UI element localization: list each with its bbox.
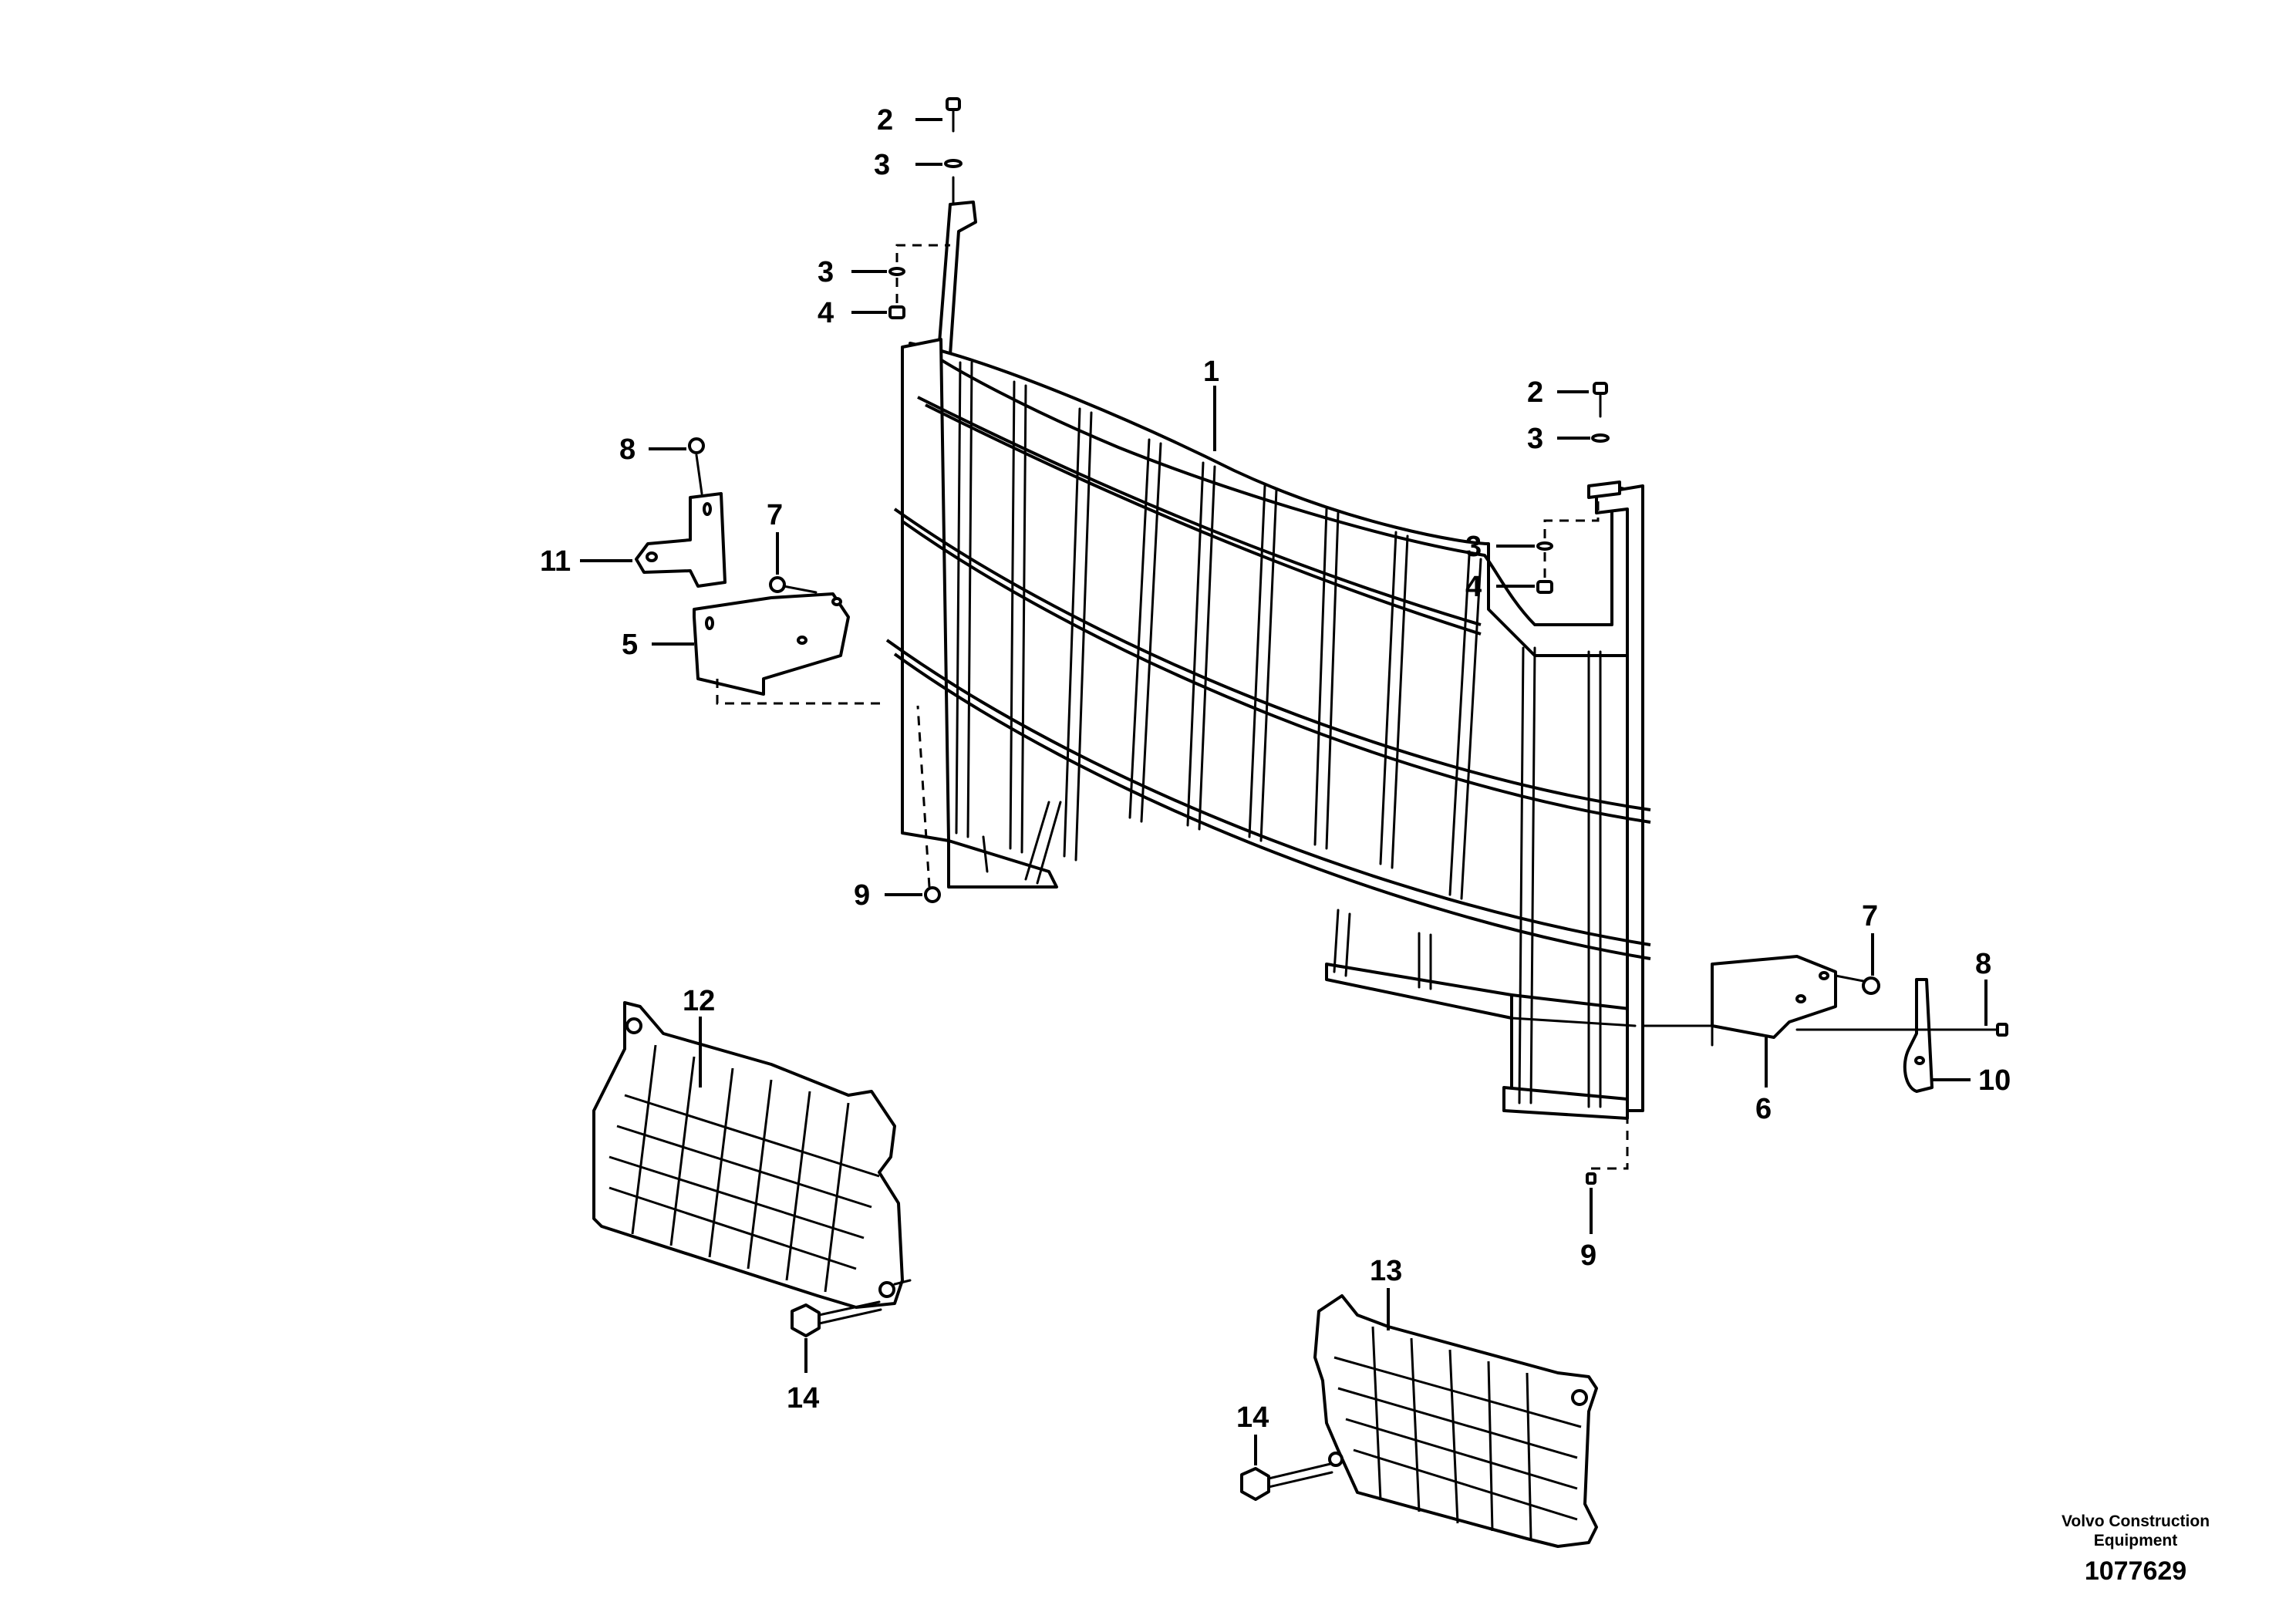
callout-1: 1 bbox=[1203, 356, 1219, 388]
left-bottom-nut bbox=[916, 705, 941, 903]
brand-line-1: Volvo Construction bbox=[2061, 1512, 2210, 1530]
main-guard-assembly bbox=[885, 201, 1651, 1120]
callout-6: 6 bbox=[1755, 1093, 1772, 1125]
callout-12: 12 bbox=[683, 985, 715, 1017]
top-left-fastener-stack bbox=[888, 97, 963, 319]
mesh-grille-right bbox=[1313, 1294, 1598, 1548]
callout-3-right-mid: 3 bbox=[1465, 531, 1482, 563]
callout-3-left-mid: 3 bbox=[818, 256, 834, 288]
top-right-fastener-stack bbox=[1536, 382, 1621, 594]
bolt-right bbox=[1240, 1462, 1333, 1501]
callout-2-top-left: 2 bbox=[877, 104, 893, 137]
brand-block: Volvo Construction Equipment 1077629 bbox=[2035, 1512, 2236, 1587]
callout-7-left: 7 bbox=[767, 499, 783, 531]
callout-9-right: 9 bbox=[1580, 1239, 1596, 1272]
callout-8-right: 8 bbox=[1975, 948, 1991, 980]
callout-labels: 1 2 3 3 4 2 3 3 4 8 7 11 5 9 12 14 7 8 1… bbox=[540, 104, 2011, 1434]
callout-5: 5 bbox=[622, 629, 638, 661]
callout-10: 10 bbox=[1978, 1064, 2011, 1097]
left-bracket-group bbox=[635, 437, 887, 705]
callout-3-top-right: 3 bbox=[1527, 423, 1543, 455]
callout-11: 11 bbox=[540, 545, 571, 578]
callout-2-top-right: 2 bbox=[1527, 376, 1543, 409]
callout-4-left: 4 bbox=[818, 297, 834, 329]
callout-8-left: 8 bbox=[619, 433, 636, 466]
callout-13: 13 bbox=[1370, 1255, 1402, 1287]
callout-3-top-left: 3 bbox=[874, 149, 890, 181]
mesh-grille-left bbox=[592, 1001, 912, 1309]
right-bracket-group bbox=[1641, 955, 2008, 1093]
brand-line-2: Equipment bbox=[2093, 1532, 2178, 1549]
callout-4-right: 4 bbox=[1465, 571, 1482, 603]
callout-14-right: 14 bbox=[1236, 1401, 1269, 1434]
right-bottom-pin bbox=[1586, 1111, 1629, 1185]
bolt-left bbox=[791, 1300, 882, 1337]
callout-14-left: 14 bbox=[787, 1382, 819, 1415]
illustration-number: 1077629 bbox=[2084, 1556, 2187, 1586]
callout-7-right: 7 bbox=[1862, 900, 1878, 932]
callout-9-left: 9 bbox=[854, 879, 870, 912]
leader-lines bbox=[580, 118, 1988, 1465]
